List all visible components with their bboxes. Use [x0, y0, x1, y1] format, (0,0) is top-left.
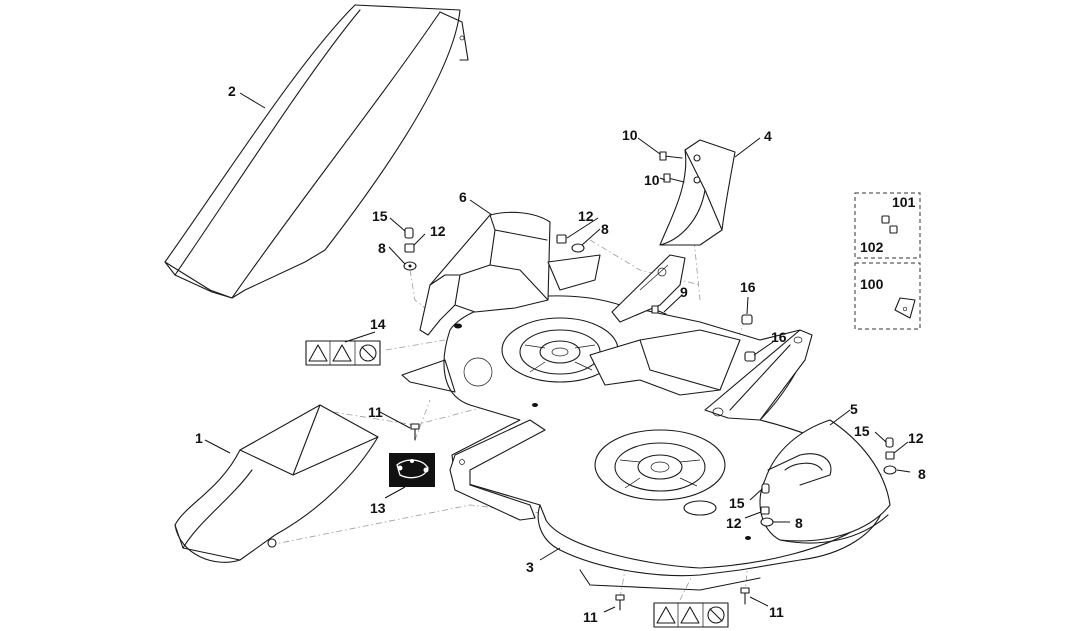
warning-triangle-icon — [656, 606, 676, 624]
part-9-mounting-bracket — [611, 254, 686, 323]
callout-11-left: 11 — [368, 404, 383, 420]
callout-15-right: 15 — [854, 423, 870, 439]
callout-15-lower: 15 — [729, 495, 745, 511]
belt-routing-decal-13 — [389, 453, 435, 487]
callout-11-bottom-left: 11 — [583, 609, 598, 625]
callout-11-bottom-right: 11 — [769, 604, 784, 620]
hardware — [403, 151, 897, 611]
callout-10-bottom: 10 — [644, 172, 660, 188]
callout-6: 6 — [459, 189, 467, 205]
part-4-chute-deflector — [659, 139, 736, 246]
part-1-discharge-chute — [174, 404, 379, 563]
right-pivot-arm — [704, 329, 813, 421]
callout-12-left: 12 — [430, 223, 446, 239]
callout-4: 4 — [764, 128, 772, 144]
callout-8-lower: 8 — [795, 515, 803, 531]
callout-16-lower: 16 — [771, 329, 787, 345]
callout-14: 14 — [370, 316, 386, 332]
callout-13: 13 — [370, 500, 386, 516]
callout-labels: 1 2 3 4 5 6 8 8 8 8 9 10 10 11 11 11 12 … — [195, 83, 926, 625]
part-6-belt-cover — [419, 211, 601, 336]
callout-8-center: 8 — [601, 221, 609, 237]
part-2-chute-cover — [164, 4, 469, 299]
callout-16-top: 16 — [740, 279, 756, 295]
callout-8-left: 8 — [378, 240, 386, 256]
callout-5: 5 — [850, 401, 858, 417]
callout-12-center: 12 — [578, 208, 594, 224]
callout-1: 1 — [195, 430, 203, 446]
hand-hazard-icon — [680, 606, 700, 624]
callout-9: 9 — [680, 284, 688, 300]
warning-label-14 — [305, 340, 381, 366]
no-hands-icon — [707, 606, 725, 624]
part-5-right-belt-cover — [759, 419, 891, 544]
callout-100: 100 — [860, 276, 884, 292]
callout-3: 3 — [526, 559, 534, 575]
belt-routing-icon — [396, 459, 429, 479]
no-hands-icon — [359, 344, 377, 362]
warning-label-bottom — [653, 602, 729, 628]
callout-102: 102 — [860, 239, 884, 255]
callout-15-left: 15 — [372, 208, 388, 224]
callout-12-lower: 12 — [726, 515, 742, 531]
hand-hazard-icon — [332, 344, 352, 362]
warning-triangle-icon — [308, 344, 328, 362]
callout-2: 2 — [228, 83, 236, 99]
callout-10-top: 10 — [622, 127, 638, 143]
leader-lines — [204, 92, 911, 613]
callout-8-right: 8 — [918, 466, 926, 482]
callout-12-right: 12 — [908, 430, 924, 446]
kit-boxes — [854, 192, 921, 330]
callout-101: 101 — [892, 194, 916, 210]
